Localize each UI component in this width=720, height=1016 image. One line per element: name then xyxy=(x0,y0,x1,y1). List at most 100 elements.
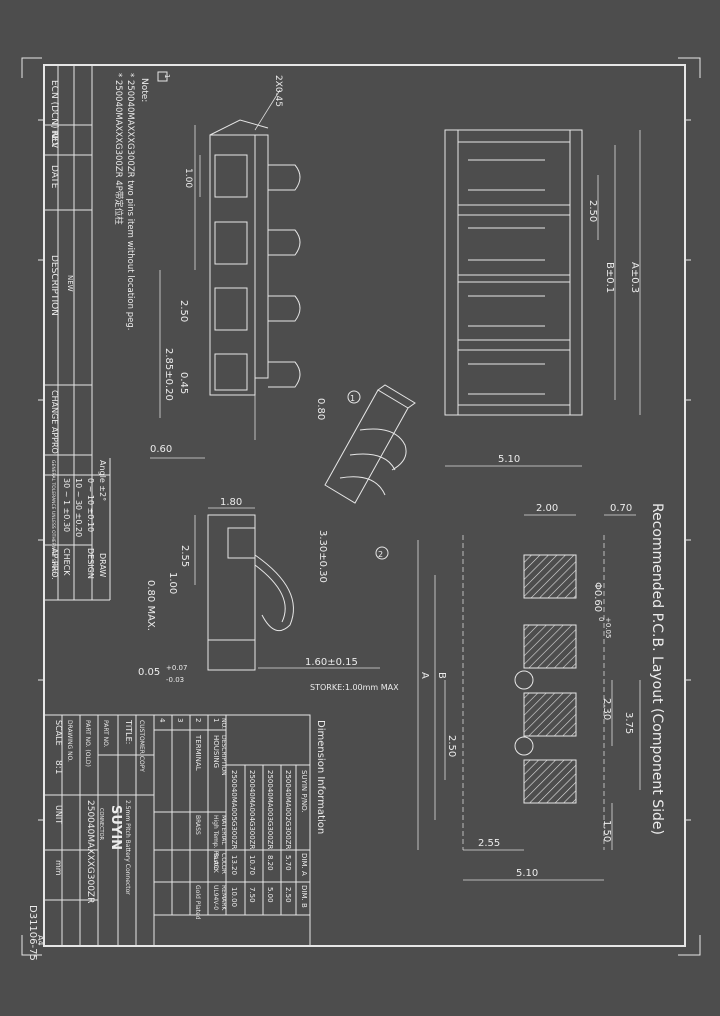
front-dim-250: 2.50 xyxy=(587,200,598,222)
bom-no-cell: 1 xyxy=(212,718,220,722)
title-value: 2.5mm Pitch Battery Connector xyxy=(124,800,131,895)
ecn-label: ECN (DCN) NO. xyxy=(49,80,59,148)
dimension-table-title: Dimension Information xyxy=(315,720,326,834)
unit-label: UNIT xyxy=(54,805,63,824)
rev-label: REV xyxy=(49,130,59,149)
top-view: 1.00 2.50 2.85±0.20 0.45 0.60 0.80 2X0.4… xyxy=(150,75,326,459)
bom-description-cell: HOUSING xyxy=(212,735,220,768)
sign-block: DRAW DESIGN CHECK AP PRO. xyxy=(44,545,111,601)
dim-part-cell: 250040MA004G300ZR xyxy=(248,770,256,849)
tol-r3: 0 ~ 10 ±0.10 xyxy=(86,478,95,532)
dimension-table-texts: SUYIN P/NO. DIM. A DIM. B 250040MA002G300ZR… xyxy=(230,770,308,908)
dim-a-cell: 5.70 xyxy=(284,855,292,871)
description-label: DESCRIPTION xyxy=(49,255,59,316)
side-dim-080max: 0.80 MAX. xyxy=(145,580,156,631)
side-view: 1.80 2.55 1.00 0.80 MAX. 3.30±0.30 1.60±… xyxy=(138,497,399,692)
side-dim-005-tol-plus: +0.07 xyxy=(166,664,187,672)
top-dim-100: 1.00 xyxy=(183,168,193,188)
check-label: CHECK xyxy=(62,548,71,576)
title-label: TITLE: xyxy=(124,719,133,744)
balloon-2: 2 xyxy=(378,550,383,559)
title-block: SCALE 8:1 UNIT mm DRAWING NO. PART NO. (… xyxy=(43,714,311,947)
side-dim-005-tol-minus: -0.03 xyxy=(166,676,184,684)
pcb-pad-1 xyxy=(523,554,577,599)
general-tolerance: GENERAL TOLERANCE UNLESS OTHERWISE STATE… xyxy=(50,460,56,576)
bom-header-cell: MATERIAL xyxy=(220,815,227,845)
side-dim-180: 1.80 xyxy=(220,497,242,508)
dim-part-cell: 250040MA002G300ZR xyxy=(284,770,292,849)
pcb-hole-1 xyxy=(514,670,534,690)
ap-pro-label: AP PRO. xyxy=(50,548,59,580)
dim-part-cell: 250040MA003G300ZR xyxy=(266,770,274,849)
dim-a-cell: 10.70 xyxy=(248,855,256,875)
front-dim-A: A±0.3 xyxy=(629,262,640,293)
dim-header-cell: DIM. A xyxy=(300,853,308,876)
pcb-dim-A: A xyxy=(419,672,430,679)
company-logo: SUYIN xyxy=(108,805,123,850)
bom-color-cell: BLACK xyxy=(212,853,219,874)
side-dim-005: 0.05 xyxy=(138,667,160,678)
bom-header-cell: NO. xyxy=(220,718,227,729)
drawing-no-label: DRAWING NO. xyxy=(66,720,73,762)
part-no-label: PART NO. xyxy=(102,720,109,748)
bom-material-cell: High Temp. Plastic xyxy=(212,815,219,870)
pcb-dim-230: 2.30 xyxy=(601,698,612,720)
top-dim-080: 0.80 xyxy=(315,398,326,420)
pcb-pad-2 xyxy=(523,624,577,669)
top-dim-285: 2.85±0.20 xyxy=(163,348,174,401)
dim-part-cell: 250040MA005G300ZR xyxy=(230,770,238,849)
note-line-2: * 250040MAXXXG300ZR 4P带定位柱 xyxy=(113,73,124,225)
bom-material-cell: BRASS xyxy=(194,815,201,835)
bom-no-cell: 2 xyxy=(194,718,202,722)
bom-no-cell: 3 xyxy=(176,718,184,722)
dim-a-cell: 8.20 xyxy=(266,855,274,871)
pcb-dim-070: 0.70 xyxy=(610,503,632,514)
customer-label: CUSTOMER COPY xyxy=(138,720,145,772)
top-dim-060: 0.60 xyxy=(150,444,172,455)
pcb-pad-4 xyxy=(523,759,577,804)
pcb-dim-hole: Φ0.60 xyxy=(592,582,603,612)
bom-remark-cell: Gold Plated xyxy=(194,885,201,920)
dim-header-cell: DIM. B xyxy=(300,885,308,908)
part-no-old-label: PART NO. (OLD) xyxy=(84,720,91,767)
design-label: DESIGN xyxy=(86,548,95,579)
pcb-dim-hole-tol-plus: +0.05 xyxy=(604,617,612,638)
dim-b-cell: 10.00 xyxy=(230,887,238,907)
dim-b-cell: 7.50 xyxy=(248,887,256,903)
scale-value: 8:1 xyxy=(53,760,63,774)
pcb-dim-510: 5.10 xyxy=(516,868,538,879)
new-entry: NEW xyxy=(66,275,74,292)
bom-remark-cell: UL94V-0 xyxy=(212,885,219,910)
bom-header-cell: REMARK xyxy=(220,885,227,911)
unit-value: mm xyxy=(54,860,63,876)
top-dim-045: 0.45 xyxy=(178,372,189,394)
sheet-frame: D31106-75 A4 xyxy=(21,57,701,961)
pcb-dim-150: 1.50 xyxy=(601,820,612,842)
front-view: 2.50 B±0.1 A±0.3 5.10 xyxy=(444,129,641,467)
dim-b-cell: 5.00 xyxy=(266,887,274,903)
tol-r1: 30 ~ 1 ±0.30 xyxy=(62,478,71,532)
stroke-note: STORKE:1.00mm MAX xyxy=(310,683,399,692)
sheet-size: A4 xyxy=(36,935,45,946)
tol-angle: Angle ±2° xyxy=(98,460,107,501)
front-dim-B: B±0.1 xyxy=(604,262,615,293)
dimension-table: Dimension Information SUYIN P/NO. DIM. A D… xyxy=(225,720,326,916)
company-sub: CONNECTOR xyxy=(98,808,104,841)
pcb-dim-255: 2.55 xyxy=(478,838,500,849)
side-dim-330: 3.30±0.30 xyxy=(317,530,328,583)
pcb-dim-200: 2.00 xyxy=(536,503,558,514)
top-dim-250: 2.50 xyxy=(178,300,189,322)
pcb-dim-250: 2.50 xyxy=(446,735,457,757)
bom-no-cell: 4 xyxy=(158,718,166,723)
date-label: DATE xyxy=(49,165,59,189)
scale-label: SCALE xyxy=(54,720,63,746)
iso-view: 1 2 xyxy=(324,384,416,560)
top-dim-2x045: 2X0.45 xyxy=(273,75,283,107)
pcb-pad-3 xyxy=(523,692,577,737)
tol-r2: 10 ~ 30 ±0.20 xyxy=(74,478,83,537)
dim-header-cell: SUYIN P/NO. xyxy=(300,770,308,813)
